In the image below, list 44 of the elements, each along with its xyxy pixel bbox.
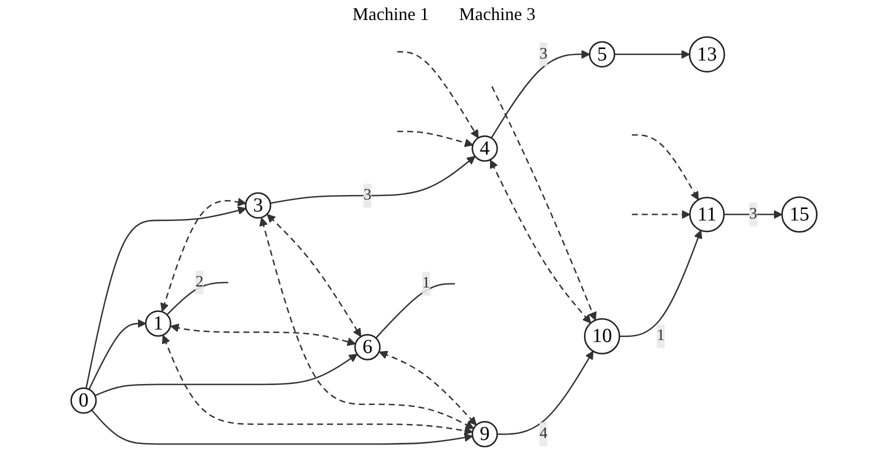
node-circle: 15 — [781, 196, 818, 233]
arrow — [397, 51, 479, 138]
node-circle: 3 — [244, 192, 272, 219]
arrow — [170, 324, 356, 346]
arrow — [270, 156, 476, 204]
arrow — [632, 210, 690, 219]
arrow — [614, 50, 690, 59]
edge-label: 4 — [539, 425, 548, 442]
edge-label: 1 — [422, 274, 430, 292]
arrow — [259, 217, 474, 429]
arrow — [162, 335, 473, 436]
arrow — [397, 130, 474, 148]
arrow — [85, 206, 246, 389]
edge-label: 3 — [539, 45, 548, 62]
connector — [375, 283, 455, 338]
arrow — [378, 350, 477, 426]
node-circle: 4 — [472, 135, 498, 162]
node-circle: 1 — [145, 310, 172, 337]
node-circle: 9 — [472, 420, 498, 448]
arrow — [497, 350, 594, 435]
arrow — [619, 230, 702, 337]
node-circle: 10 — [584, 318, 620, 354]
node-circle: 11 — [689, 196, 725, 232]
arrow — [88, 319, 146, 390]
arrow — [94, 354, 358, 396]
annotation-text: Machine 1 — [352, 4, 429, 25]
edge-label: 3 — [363, 186, 372, 204]
connector — [166, 282, 228, 316]
annotation-text: Machine 3 — [459, 4, 536, 25]
node-circle: 0 — [70, 387, 97, 414]
arrow — [490, 160, 592, 324]
edge-label: 3 — [749, 206, 758, 222]
arrow — [491, 86, 597, 321]
edge-label: 1 — [656, 327, 665, 344]
arrow — [91, 410, 473, 445]
arrow — [160, 198, 246, 312]
node-circle: 5 — [588, 41, 616, 68]
node-circle: 6 — [354, 334, 381, 360]
edge-label: 2 — [195, 274, 204, 290]
node-circle: 13 — [688, 36, 726, 72]
arrow — [724, 210, 782, 219]
arrow — [266, 214, 362, 337]
arrow — [490, 50, 590, 138]
arrow — [632, 134, 699, 200]
